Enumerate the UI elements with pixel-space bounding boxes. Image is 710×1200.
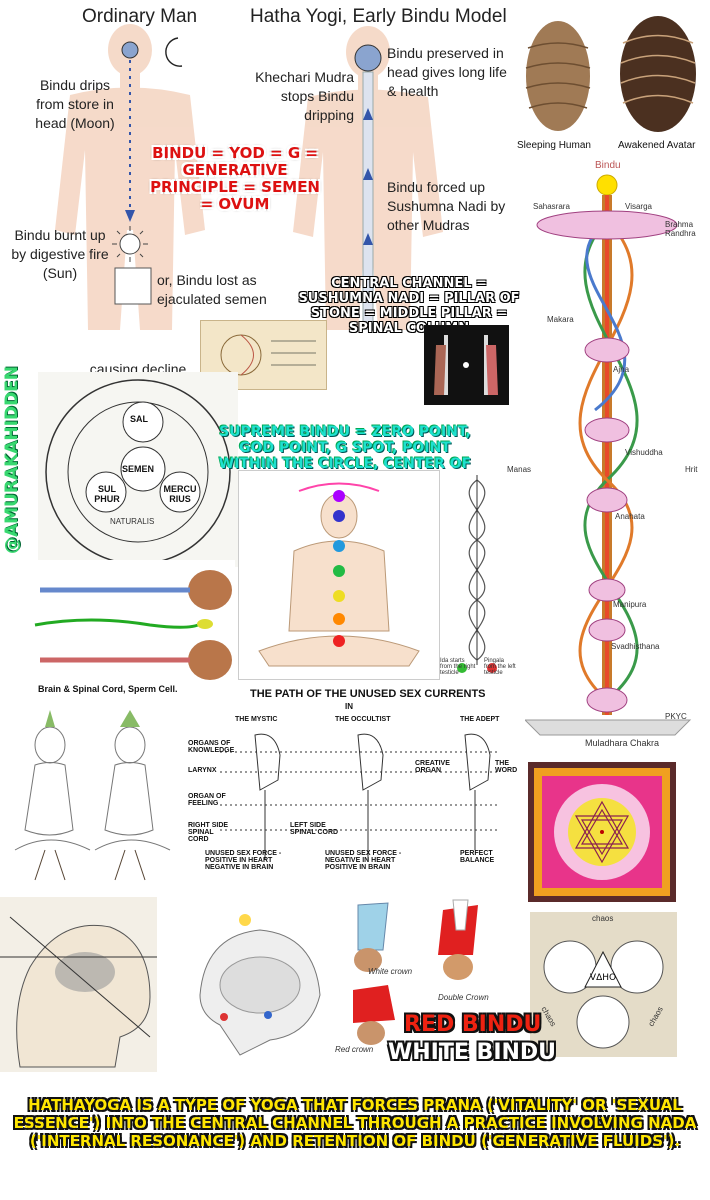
occultist-heading: THE OCCULTIST: [335, 716, 391, 723]
chaos-triangle-drawing: VΔHO: [543, 940, 664, 1049]
chakra-manipura-label: Manipura: [613, 600, 647, 609]
chakra-vishuddha-label: Vishuddha: [625, 448, 663, 457]
white-bindu-label: White Bindu: [388, 1040, 557, 1065]
ida-pingala-chart: Ida starts from the right testicle Pinga…: [440, 470, 516, 685]
meditating-figure: [238, 470, 440, 680]
brain-sketch-drawing: [220, 334, 316, 376]
right-side-spinal: RIGHT SIDE SPINAL CORD: [188, 822, 229, 843]
double-crown-caption: Double Crown: [438, 993, 489, 1002]
brain-section: [190, 905, 330, 1075]
brain-section-drawing: [199, 914, 321, 1056]
chakra-sahasrara-label: Sahasrara: [533, 202, 570, 211]
pinecones-panel: Sleeping Human Awakened Avatar: [513, 8, 708, 158]
mystic-heading: THE MYSTIC: [235, 716, 278, 723]
body-diagram: [0, 0, 515, 331]
label-preserved: Bindu preserved in head gives long life …: [387, 45, 507, 99]
pillars-image: [424, 325, 509, 405]
head-profile: [0, 897, 157, 1072]
sri-yantra: [528, 762, 676, 902]
watermark: @AMURAKAHIDDEN: [2, 365, 22, 555]
unused-force-2: UNUSED SEX FORCE - NEGATIVE IN HEART POS…: [325, 850, 402, 871]
chaos-top: chaos: [592, 914, 614, 923]
alchemy-naturalis: NATURALIS: [110, 517, 155, 526]
unused-force-1: UNUSED SEX FORCE - POSITIVE IN HEART NEG…: [205, 850, 282, 871]
creative-organ: CREATIVE ORGAN: [415, 760, 450, 774]
alchemy-semen: SEMEN: [122, 464, 155, 474]
perfect-balance: PERFECT BALANCE: [460, 850, 495, 864]
red-crown-caption: Red crown: [335, 1045, 374, 1054]
chakra-ajna-label: Ajna: [613, 365, 630, 374]
awakened-avatar-caption: Awakened Avatar: [618, 140, 696, 151]
red-bindu-label: Red Bindu: [404, 1012, 542, 1037]
spine-sperm-panel: Brain & Spinal Cord, Sperm Cell.: [30, 560, 235, 698]
chakra-chart: Bindu Sahasrara Visarga Brahma Randhra M…: [505, 160, 710, 750]
chakra-drawing: [523, 174, 692, 736]
alchemy-sal: SAL: [130, 414, 148, 424]
label-bindu-burnt: Bindu burnt up by digestive fire (Sun): [11, 227, 109, 281]
sex-currents-title: THE PATH OF THE UNUSED SEX CURRENTS: [250, 688, 486, 700]
chakra-visarga-label: Visarga: [625, 202, 652, 211]
chaos-triangle: VΔHO chaos chaos chaos: [530, 912, 677, 1057]
white-crown-caption: White crown: [368, 967, 413, 976]
larynx: LARYNX: [188, 767, 217, 774]
label-bindu-drips: Bindu drips from store in head (Moon): [35, 77, 115, 131]
pillars-drawing: [434, 335, 498, 395]
label-forced: Bindu forced up Sushumna Nadi by other M…: [387, 179, 506, 233]
meditation-sketch-drawing: [14, 710, 171, 881]
the-word: THE WORD: [495, 760, 518, 774]
organs-knowledge: ORGANS OF KNOWLEDGE: [188, 740, 235, 754]
chakra-credit: PKYC: [665, 712, 687, 721]
spine-sperm-drawing: [34, 570, 232, 680]
svg-text:VΔHO: VΔHO: [590, 973, 616, 983]
ida-pingala-drawing: [457, 475, 497, 673]
chakra-bindu-label: Bindu: [595, 160, 621, 171]
adept-heading: THE ADEPT: [460, 716, 500, 723]
alchemy-sulphur: SUL PHUR: [94, 484, 120, 504]
meditating-drawing: [258, 482, 420, 667]
crowns-drawing: [353, 899, 478, 1045]
overlay-central-channel: Central Channel = Sushumna Nadi = Pillar…: [298, 276, 520, 336]
overlay-bindu-yod: Bindu = Yod = G = Generative Principle =…: [150, 144, 320, 213]
label-bindu-lost: or, Bindu lost as ejaculated semen: [157, 272, 267, 307]
sex-currents-heads: [220, 733, 500, 860]
chakra-makara-label: Makara: [547, 315, 574, 324]
pingala-caption: Pingala from the left testicle: [484, 658, 516, 676]
pinecone-images: [525, 16, 696, 132]
head-profile-drawing: [0, 916, 157, 1068]
sex-currents-in: IN: [345, 702, 353, 711]
chakra-muladhara-label: Muladhara Chakra: [585, 738, 660, 748]
chakra-anahata-label: Anahata: [615, 512, 645, 521]
spine-caption: Brain & Spinal Cord, Sperm Cell.: [38, 684, 178, 694]
left-side-spinal: LEFT SIDE SPINAL CORD: [290, 822, 339, 836]
sleeping-human-caption: Sleeping Human: [517, 140, 591, 151]
chakra-brahma-randhra-label: Brahma Randhra: [665, 220, 696, 238]
ida-caption: Ida starts from the right testicle: [440, 658, 476, 676]
alchemy-mercurius: MERCU RIUS: [163, 484, 197, 504]
human-silhouettes: [55, 24, 443, 331]
organ-feeling: ORGAN OF FEELING: [188, 793, 226, 807]
sex-currents-diagram: THE PATH OF THE UNUSED SEX CURRENTS IN T…: [180, 680, 525, 885]
ordinary-man-heading: Ordinary Man: [82, 6, 198, 27]
alchemy-circle: SAL SEMEN SUL PHUR MERCU RIUS NATURALIS: [38, 372, 238, 567]
meditation-sketches: [5, 700, 180, 885]
chakra-hrit-label: Hrit: [685, 465, 698, 474]
hatha-yogi-heading: Hatha Yogi, Early Bindu Model: [250, 6, 507, 27]
label-khechari: Khechari Mudra stops Bindu dripping: [255, 69, 354, 123]
sri-yantra-drawing: [534, 768, 670, 896]
crowns-panel: White crown Double Crown Red crown: [333, 895, 528, 1055]
bottom-caption: Hathayoga is a type of yoga that forces …: [13, 1096, 697, 1150]
chakra-manas-label: Manas: [507, 465, 532, 474]
chakra-svadhisthana-label: Svadhisthana: [611, 642, 660, 651]
